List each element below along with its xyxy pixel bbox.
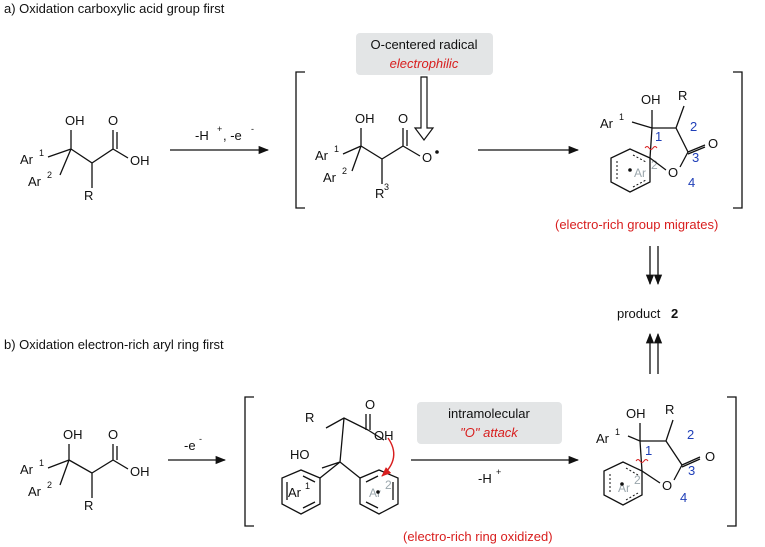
conditions-b2: -H + (478, 467, 501, 486)
svg-text:3: 3 (688, 463, 695, 478)
svg-text:2: 2 (634, 473, 641, 487)
svg-text:1: 1 (619, 112, 624, 122)
svg-text:Ar: Ar (323, 170, 337, 185)
svg-text:R: R (665, 402, 674, 417)
svg-text:R: R (84, 498, 93, 513)
svg-text:Ar: Ar (596, 431, 610, 446)
svg-text:OH: OH (63, 427, 83, 442)
svg-text:1: 1 (655, 129, 662, 144)
bracket-b-right (727, 396, 737, 527)
svg-text:O: O (668, 165, 678, 180)
svg-text:-H: -H (195, 128, 209, 143)
svg-text:2: 2 (47, 480, 52, 490)
svg-text:1: 1 (305, 481, 310, 491)
attack-box-line2: "O" attack (460, 425, 519, 440)
section-b-title: b) Oxidation electron-rich aryl ring fir… (4, 337, 224, 352)
spiro-intermediate-a: OH R Ar 1 O O 1 2 3 4 Ar 2 (600, 88, 718, 193)
svg-text:O: O (108, 113, 118, 128)
svg-text:1: 1 (615, 427, 620, 437)
svg-text:2: 2 (342, 166, 347, 176)
double-arrow-from-b (645, 332, 663, 374)
svg-text:Ar: Ar (315, 148, 329, 163)
svg-text:1: 1 (39, 148, 44, 158)
svg-text:O: O (662, 478, 672, 493)
svg-text:R: R (305, 410, 314, 425)
svg-text:HO: HO (290, 447, 310, 462)
svg-text:Ar: Ar (20, 462, 34, 477)
svg-text:4: 4 (688, 175, 695, 190)
svg-text:-e: -e (184, 438, 196, 453)
svg-text:1: 1 (39, 458, 44, 468)
svg-text:O: O (708, 136, 718, 151)
svg-text:O: O (365, 397, 375, 412)
svg-text:OH: OH (130, 464, 150, 479)
attack-box (417, 402, 562, 444)
svg-text:2: 2 (385, 478, 392, 492)
svg-text:product: product (617, 306, 661, 321)
svg-text:O: O (108, 427, 118, 442)
radical-box-line1: O-centered radical (371, 37, 478, 52)
svg-text:3: 3 (692, 150, 699, 165)
spiro-intermediate-b: OH R Ar 1 O O 1 2 3 4 Ar 2 (596, 402, 715, 506)
svg-text:Ar: Ar (369, 486, 381, 500)
svg-text:2: 2 (651, 158, 658, 172)
bracket-a-right (733, 71, 743, 209)
svg-text:R: R (678, 88, 687, 103)
svg-text:3: 3 (384, 182, 389, 192)
svg-text:O: O (422, 150, 432, 165)
svg-text:OH: OH (641, 92, 661, 107)
svg-text:OH: OH (355, 111, 375, 126)
svg-text:OH: OH (130, 153, 150, 168)
bracket-b-left (244, 396, 254, 527)
svg-text:OH: OH (626, 406, 646, 421)
svg-text:-H: -H (478, 471, 492, 486)
svg-text:Ar: Ar (288, 485, 302, 500)
svg-text:-: - (199, 434, 202, 444)
reactant-b: OH Ar 1 Ar 2 R O OH (20, 427, 150, 513)
radical-box (356, 33, 493, 75)
svg-text:4: 4 (680, 490, 687, 505)
reactant-a: OH Ar 1 Ar 2 R O OH (20, 113, 150, 203)
svg-text:O: O (398, 111, 408, 126)
svg-text:, -e: , -e (223, 128, 242, 143)
note-ring-oxidized: (electro-rich ring oxidized) (403, 529, 553, 544)
svg-text:2: 2 (687, 427, 694, 442)
radical-box-line2: electrophilic (390, 56, 459, 71)
svg-text:1: 1 (334, 144, 339, 154)
svg-text:Ar: Ar (600, 116, 614, 131)
svg-text:Ar: Ar (618, 481, 630, 495)
double-arrow-down (413, 76, 435, 141)
svg-text:-: - (251, 124, 254, 134)
svg-text:+: + (496, 467, 501, 477)
svg-text:2: 2 (690, 119, 697, 134)
attack-box-line1: intramolecular (448, 406, 530, 421)
svg-text:Ar: Ar (28, 484, 42, 499)
svg-text:Ar: Ar (20, 152, 34, 167)
conditions-a1: -H + , -e - (195, 124, 254, 143)
note-group-migrates: (electro-rich group migrates) (555, 217, 718, 232)
svg-text:2: 2 (47, 170, 52, 180)
svg-text:O: O (705, 449, 715, 464)
svg-text:Ar: Ar (28, 174, 42, 189)
section-a-title: a) Oxidation carboxylic acid group first (4, 1, 225, 16)
svg-text:+: + (217, 124, 222, 134)
conditions-b1: -e - (184, 434, 202, 453)
svg-text:R: R (375, 186, 384, 201)
bracket-a-left (295, 71, 305, 209)
svg-text:Ar: Ar (634, 166, 646, 180)
product-label: product 2 (617, 306, 678, 321)
svg-text:1: 1 (645, 443, 652, 458)
svg-text:OH: OH (65, 113, 85, 128)
svg-text:2: 2 (671, 306, 678, 321)
double-arrow-to-product (645, 246, 663, 286)
svg-text:R: R (84, 188, 93, 203)
